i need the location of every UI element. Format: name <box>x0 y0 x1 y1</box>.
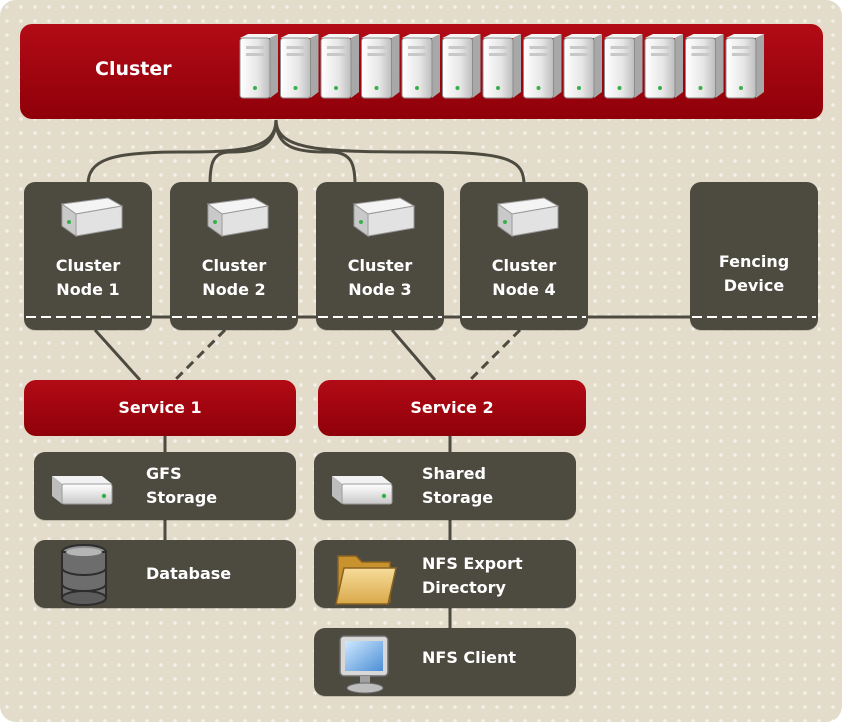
tower-server-icon <box>725 34 764 99</box>
fencing-label-line1: Fencing <box>718 252 790 271</box>
tower-server-icon <box>644 34 683 99</box>
nfs-client-label: NFS Client <box>422 648 517 667</box>
nfs-export-label-line1: NFS Export <box>422 554 523 573</box>
failover-node2-service1 <box>173 328 227 382</box>
nfs-export-label-line2: Directory <box>422 578 506 597</box>
node-server-icon-1 <box>60 197 124 237</box>
cluster-node-3: Cluster Node 3 <box>316 182 444 330</box>
tower-server-icon <box>685 34 724 99</box>
link-cluster-node2 <box>208 119 278 186</box>
link-node3-service2 <box>390 329 437 381</box>
fencing-device: Fencing Device <box>690 182 818 330</box>
cluster-title: Cluster <box>95 58 172 80</box>
link-cluster-node4 <box>274 119 526 186</box>
tower-server-icon <box>563 34 602 99</box>
link-cluster-node3 <box>274 119 357 186</box>
tower-server-icon <box>482 34 521 99</box>
service-1-title: Service 1 <box>118 398 202 417</box>
link-node1-service1 <box>93 328 142 382</box>
node-server-icon-4 <box>496 197 560 237</box>
node-2-label-line2: Node 2 <box>202 280 266 299</box>
failover-node4-service2 <box>468 328 522 382</box>
tower-server-icon <box>604 34 643 99</box>
gfs-storage-panel: GFS Storage <box>34 452 296 520</box>
node-server-icons <box>60 197 560 237</box>
node-4-label-line1: Cluster <box>491 256 557 275</box>
tower-server-icon <box>280 34 319 99</box>
node-3-label-line1: Cluster <box>347 256 413 275</box>
node-4-label-line2: Node 4 <box>492 280 556 299</box>
shared-label-line2: Storage <box>422 488 494 507</box>
tower-server-icon <box>442 34 481 99</box>
shared-label-line1: Shared <box>422 464 486 483</box>
server-rack-icons <box>239 34 764 99</box>
service-2-title: Service 2 <box>410 398 494 417</box>
node-server-icon-2 <box>206 197 270 237</box>
node-2-label-line1: Cluster <box>201 256 267 275</box>
fencing-label-line2: Device <box>723 276 785 295</box>
tower-server-icon <box>239 34 278 99</box>
tower-server-icon <box>361 34 400 99</box>
gfs-label-line2: Storage <box>146 488 218 507</box>
tower-server-icon <box>320 34 359 99</box>
service-2-bar: Service 2 <box>318 380 586 436</box>
gfs-label-line1: GFS <box>146 464 182 483</box>
shared-storage-panel: Shared Storage <box>314 452 576 520</box>
nfs-export-panel: NFS Export Directory <box>314 540 576 608</box>
nfs-client-panel: NFS Client <box>314 628 576 696</box>
link-cluster-node1 <box>86 119 278 186</box>
node-1-label-line2: Node 1 <box>56 280 120 299</box>
node-3-label-line2: Node 3 <box>348 280 412 299</box>
node-1-label-line1: Cluster <box>55 256 121 275</box>
database-panel: Database <box>34 540 296 608</box>
tower-server-icon <box>523 34 562 99</box>
tower-server-icon <box>401 34 440 99</box>
database-label: Database <box>146 564 232 583</box>
service-1-bar: Service 1 <box>24 380 296 436</box>
node-server-icon-3 <box>352 197 416 237</box>
